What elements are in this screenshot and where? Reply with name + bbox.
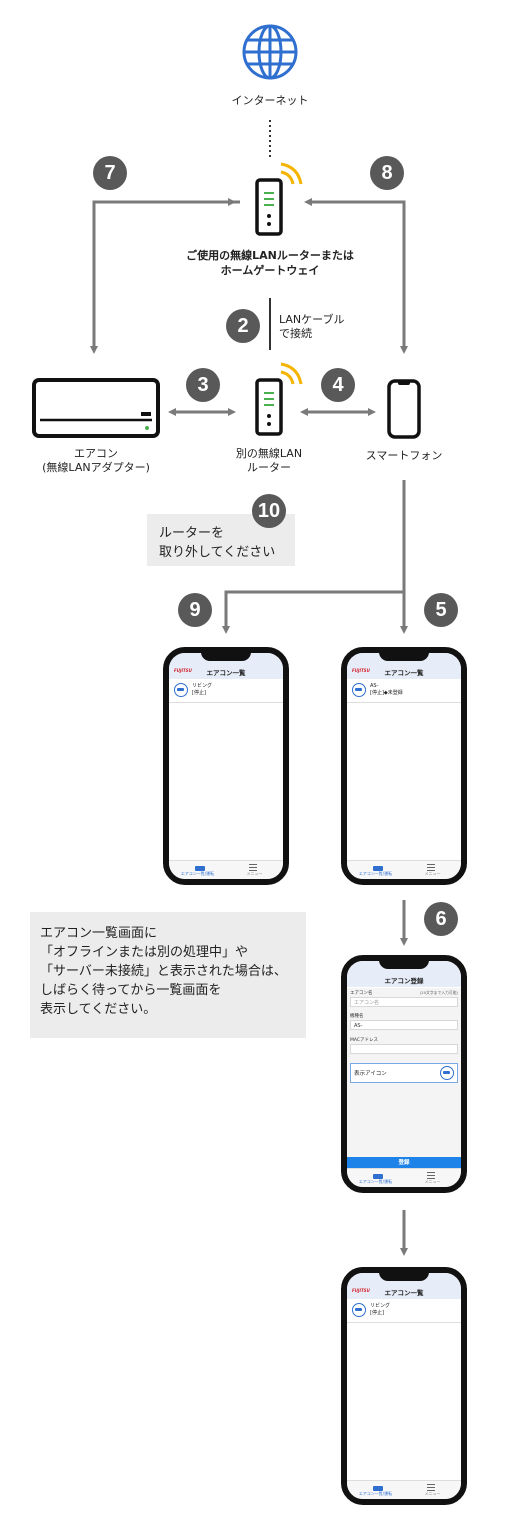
tab-bar: エアコン一覧/運転 メニュー [347,860,461,879]
tab-menu[interactable]: メニュー [424,1179,441,1184]
tab-aircon-list[interactable]: エアコン一覧/運転 [358,1491,393,1496]
aircon-label-2: (無線LANアダプター) [42,461,150,474]
aircon-label-1: エアコン [74,447,118,460]
wait-note: エアコン一覧画面に 「オフラインまたは別の処理中」や 「サーバー未接続」と表示さ… [30,912,306,1038]
menu-icon [427,1484,435,1491]
mac-address-field [350,1044,458,1054]
screen-title: エアコン一覧 [384,1289,424,1297]
note-line: 取り外してください [159,545,276,560]
aircon-list-icon [373,866,383,871]
aircon-icon [352,683,366,697]
fujitsu-logo: FUJITSU [352,668,370,673]
aircon-name-label: エアコン名 [350,991,373,996]
main-router-icon [255,162,303,236]
step-badge: 10 [252,494,286,528]
screen-title: エアコン一覧 [206,669,246,677]
aircon-icon [352,1303,366,1317]
row-status: [停止] [370,1310,384,1316]
aircon-icon [174,683,188,697]
tab-aircon-list[interactable]: エアコン一覧/運転 [180,871,215,876]
display-icon-label: 表示アイコン [354,1071,387,1077]
main-router-label-1: ご使用の無線LANルーターまたは [186,249,354,262]
step-badge: 3 [186,368,220,402]
phone-screen-list-5: FUJITSU エアコン一覧 AS-[停止]◆未登録 エアコン一覧/運転 メニュ… [341,647,467,885]
model-field: AS- [350,1020,458,1030]
step-badge: 6 [424,902,458,936]
tab-menu[interactable]: メニュー [246,871,263,876]
note-line: ルーターを [159,526,225,541]
internet-label: インターネット [231,94,309,107]
step-badge: 9 [178,593,212,627]
smartphone-label: スマートフォン [365,449,443,462]
other-router-label-2: ルーター [247,461,291,474]
menu-icon [427,864,435,871]
globe-icon [242,24,298,80]
mac-address-label: MACアドレス [350,1038,379,1043]
note-line: 表示してください。 [40,1002,157,1017]
tab-menu[interactable]: メニュー [424,1491,441,1496]
aircon-list-icon [373,1174,383,1179]
aircon-name-hint: (20文字まで入力可能) [419,990,458,995]
row-name: リビング [370,1303,391,1309]
aircon-name-input[interactable]: エアコン名 [350,997,458,1007]
tab-bar: エアコン一覧/運転 メニュー [347,1480,461,1499]
row-name: リビング [192,683,213,689]
fujitsu-logo: FUJITSU [352,1288,370,1293]
phone-notch [379,653,429,661]
main-router-label-2: ホームゲートウェイ [220,264,320,277]
phone-notch [379,961,429,969]
row-name: AS- [370,683,379,689]
tab-menu[interactable]: メニュー [424,871,441,876]
menu-icon [249,864,257,871]
register-form: エアコン名 (20文字まで入力可能) エアコン名 機種名 AS- MACアドレス… [347,988,461,1169]
phone-notch [201,653,251,661]
list-item[interactable]: リビング[停止] [169,680,283,703]
screen-title: エアコン登録 [384,977,424,985]
screen-title: エアコン一覧 [384,669,424,677]
aircon-list-icon [373,1486,383,1491]
note-line: 「サーバー未接続」と表示された場合は、 [40,964,287,979]
aircon-list-icon [195,866,205,871]
model-label: 機種名 [350,1014,364,1019]
other-router-label-1: 別の無線LAN [235,447,303,460]
list-item[interactable]: AS-[停止]◆未登録 [347,680,461,703]
menu-icon [427,1172,435,1179]
tab-aircon-list[interactable]: エアコン一覧/運転 [358,1179,393,1184]
register-button[interactable]: 登録 [347,1157,461,1169]
phone-screen-list-9: FUJITSU エアコン一覧 リビング[停止] エアコン一覧/運転 メニュー [163,647,289,885]
display-icon-selector[interactable]: 表示アイコン [350,1063,458,1083]
tab-aircon-list[interactable]: エアコン一覧/運転 [358,871,393,876]
step-badge: 7 [93,156,127,190]
other-router-icon [255,362,303,436]
fujitsu-logo: FUJITSU [174,668,192,673]
step-badge: 4 [321,368,355,402]
phone-screen-register: エアコン登録 エアコン名 (20文字まで入力可能) エアコン名 機種名 AS- … [341,955,467,1193]
step-badge: 5 [424,593,458,627]
air-conditioner-icon [32,378,160,438]
note-line: 「オフラインまたは別の処理中」や [40,945,249,960]
note-line: しばらく待ってから一覧画面を [40,983,222,998]
note-line: エアコン一覧画面に [40,926,158,941]
aircon-icon [440,1066,454,1080]
tab-bar: エアコン一覧/運転 メニュー [347,1168,461,1187]
step-badge: 2 [226,309,260,343]
phone-screen-list-final: FUJITSU エアコン一覧 リビング[停止] エアコン一覧/運転 メニュー [341,1267,467,1505]
smartphone-icon [387,379,421,439]
row-status: [停止]◆未登録 [370,690,403,696]
lan-cable-label-2: で接続 [279,327,312,340]
tab-bar: エアコン一覧/運転 メニュー [169,860,283,879]
row-status: [停止] [192,690,206,696]
lan-cable-label-1: LANケーブル [279,313,345,326]
phone-notch [379,1273,429,1281]
list-item[interactable]: リビング[停止] [347,1300,461,1323]
step-badge: 8 [370,156,404,190]
